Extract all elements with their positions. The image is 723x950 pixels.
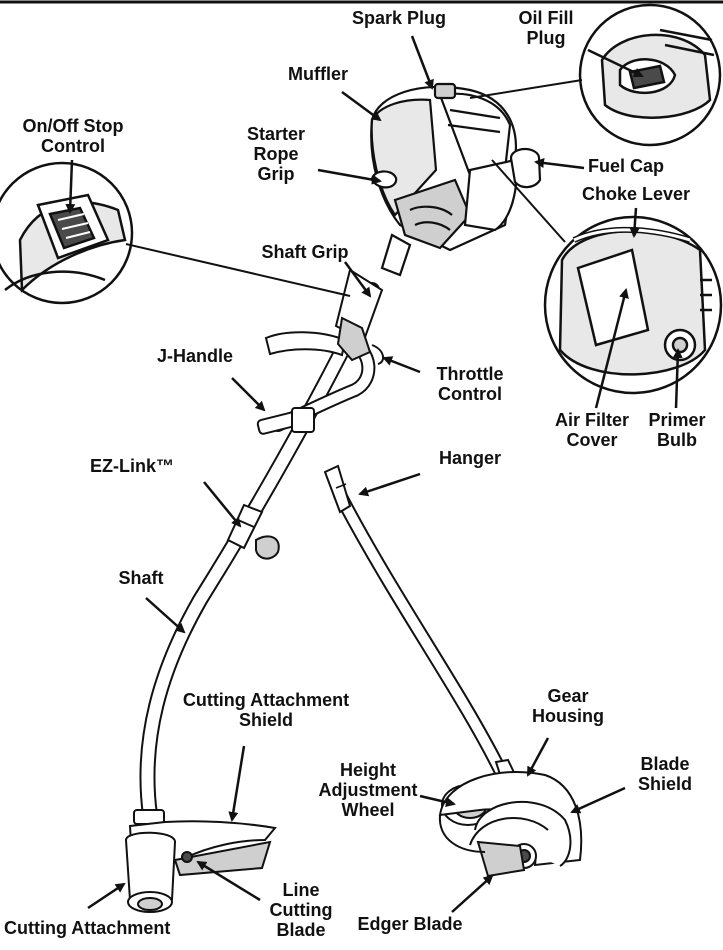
arrow-choke <box>629 207 640 238</box>
arrow-shaft <box>145 597 186 634</box>
main-shaft <box>139 282 380 823</box>
label-j-handle: J-Handle <box>156 346 234 366</box>
arrow-muffler <box>341 90 382 122</box>
arrow-spark-plug <box>410 35 434 90</box>
arrow-oil-fill <box>587 48 644 78</box>
label-edger-blade: Edger Blade <box>357 914 463 934</box>
hanger-shaft <box>323 464 507 777</box>
arrow-shaft-grip <box>343 261 372 298</box>
inset-air-leader <box>491 159 566 243</box>
arrow-hanger <box>358 472 421 497</box>
label-hanger: Hanger <box>438 448 501 468</box>
arrow-fuel-cap <box>534 158 585 170</box>
label-choke-lever: Choke Lever <box>582 184 691 204</box>
label-fuel-cap: Fuel Cap <box>588 156 665 176</box>
arrow-ez-link <box>203 481 242 528</box>
engine <box>370 82 542 277</box>
arrow-starter <box>317 168 382 185</box>
label-shaft-grip: Shaft Grip <box>261 242 349 262</box>
inset-stop-control <box>0 161 134 305</box>
label-cutting-attachment: Cutting Attachment <box>4 918 171 938</box>
label-spark-plug: Spark Plug <box>351 8 447 28</box>
arrow-blade-shield <box>570 786 626 814</box>
arrow-edger <box>451 874 494 913</box>
arrow-on-off <box>65 159 76 214</box>
label-shaft: Shaft <box>118 568 164 588</box>
inset-oil-leader <box>469 79 583 99</box>
arrow-air-filter <box>594 288 629 409</box>
arrow-line-cutting <box>196 860 261 902</box>
inset-air-filter <box>543 215 723 395</box>
label-muffler: Muffler <box>288 64 348 84</box>
arrow-throttle <box>382 356 421 374</box>
j-handle <box>256 331 376 435</box>
arrow-cutting-shield <box>228 745 246 822</box>
ez-link-coupler <box>226 503 280 560</box>
arrow-gear-housing <box>526 737 550 777</box>
arrow-cutting-attachment <box>87 882 126 910</box>
inset-oil-fill <box>578 3 722 147</box>
label-ez-link: EZ-Link™ <box>90 456 174 476</box>
edger-head <box>438 758 583 878</box>
leader-arrows <box>65 35 683 913</box>
arrow-j-handle <box>231 377 266 412</box>
inset-stop-leader <box>125 243 351 297</box>
arrow-height-wheel <box>419 794 456 808</box>
arrow-primer <box>672 348 683 409</box>
